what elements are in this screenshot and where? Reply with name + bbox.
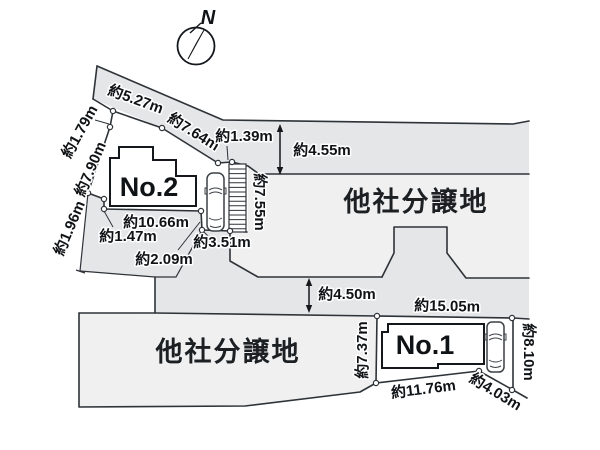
ramp-edges [75, 192, 203, 278]
compass-icon: N [176, 7, 216, 66]
lot2-building [109, 146, 197, 207]
dim-8-10m: 約8.10m [520, 323, 538, 381]
dim-arrow-4-50m [305, 278, 313, 313]
dim-arrow-4-55m [276, 124, 284, 175]
dim-7-55m: 約7.55m [251, 173, 269, 231]
dim-15-05m: 約15.05m [414, 296, 480, 315]
lower-subdivision-region [79, 313, 377, 407]
dim-7-37m: 約7.37m [353, 321, 371, 379]
compass-north-label: N [201, 7, 216, 29]
dim-3-51m: 約3.51m [193, 233, 251, 251]
dim-10-66m: 約10.66m [123, 213, 189, 231]
dim-4-55m: 約4.55m [293, 141, 351, 159]
lot2-steps-hatch [228, 163, 247, 233]
lot1-name-label: No.1 [396, 330, 455, 360]
dim-1-39m: 約1.39m [215, 127, 273, 145]
north-road-region [93, 66, 529, 174]
middle-road-region [80, 193, 529, 319]
dim-2-09m: 約2.09m [135, 250, 193, 268]
upper-subdivision-label: 他社分譲地 [343, 186, 489, 217]
boundary-markers [84, 107, 516, 394]
lower-subdivision-label: 他社分譲地 [155, 336, 301, 367]
upper-subdivision-region [230, 166, 529, 278]
lot2-car-icon [204, 172, 227, 232]
dim-1-47m: 約1.47m [99, 227, 157, 245]
lot1-building [381, 323, 485, 369]
lot2-name-label: No.2 [120, 172, 179, 202]
dim-4-50m: 約4.50m [318, 285, 376, 303]
lot1-car-icon [484, 321, 507, 373]
